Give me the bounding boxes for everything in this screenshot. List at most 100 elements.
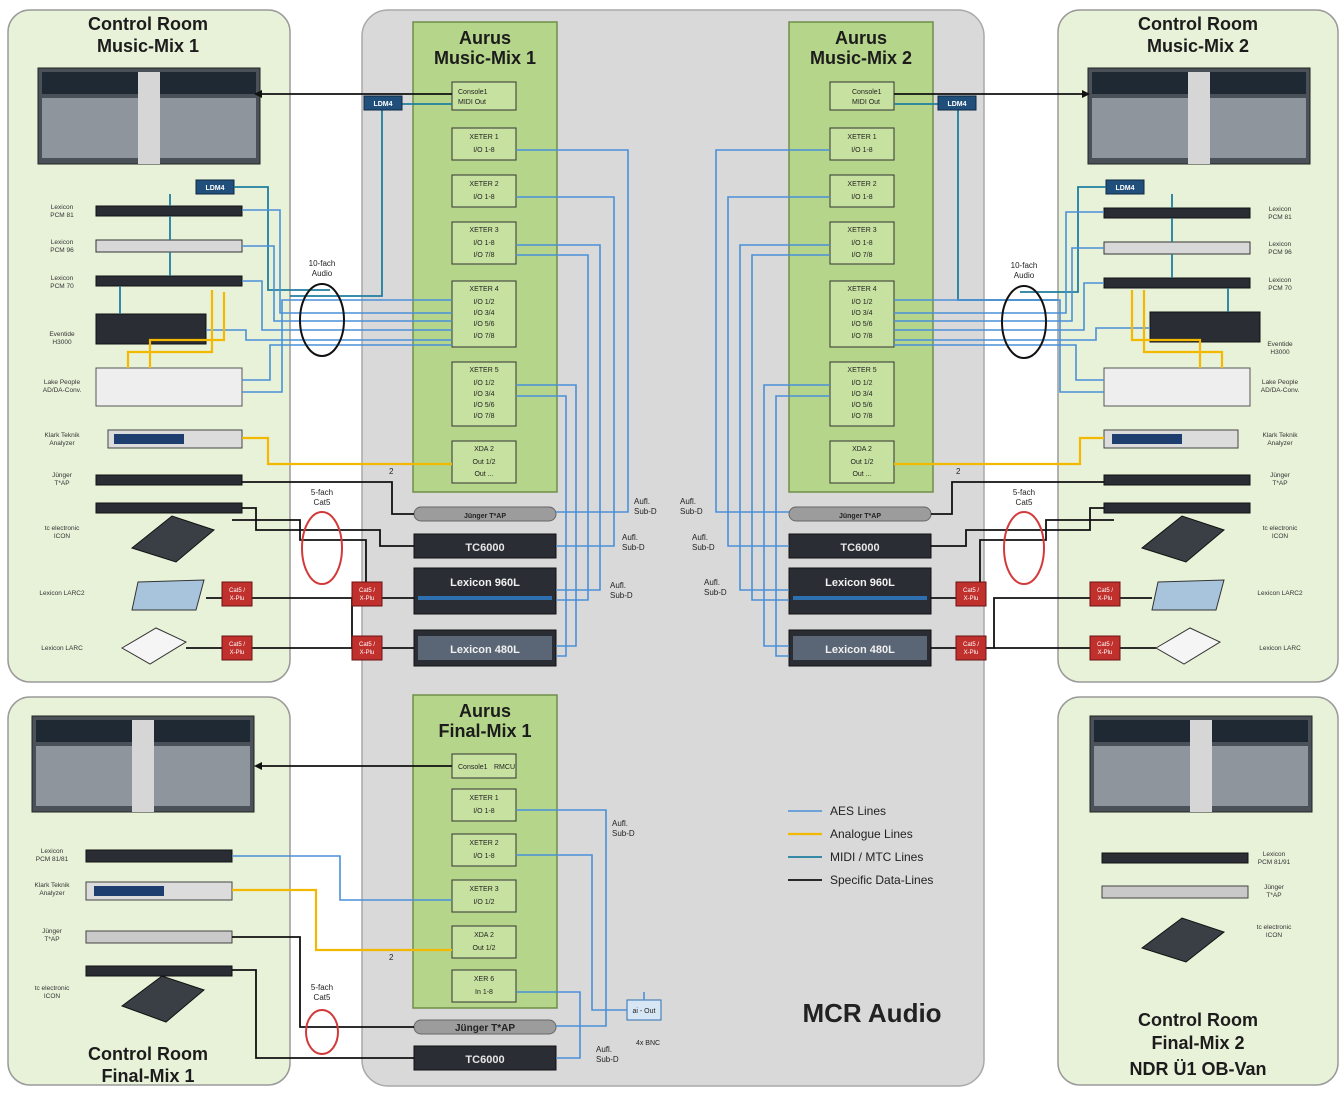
mm2-larc2: [1151, 579, 1225, 611]
mm1-aufl-3a: Aufl.: [610, 581, 626, 590]
mm2-console-arrow: [1082, 90, 1090, 98]
mm2-junger-tap-label: Jünger T*AP: [839, 513, 881, 520]
mm2-xeter3-io2: I/O 7/8: [851, 252, 872, 259]
mm1-xeter4-io3: I/O 5/6: [473, 321, 494, 328]
room-music-mix-2: [1057, 9, 1339, 683]
room-fm1-title-1: Control Room: [88, 1044, 208, 1064]
mm2-lbl-klark-2: Analyzer: [1267, 440, 1293, 447]
mm1-cat5-l4: X-Plu: [360, 650, 375, 656]
mm2-lbl-larc2: Lexicon LARC2: [1257, 590, 1303, 597]
mm2-aufl-1b: Sub-D: [680, 507, 703, 516]
fm1-junger: [85, 930, 233, 944]
mm2-lbl-junger-1: Jünger: [1270, 472, 1291, 479]
mm2-lbl-klark-1: Klark Teknik: [1263, 432, 1299, 439]
mm1-tc6000-label: TC6000: [465, 542, 504, 554]
mm1-lbl-junger-1: Jünger: [52, 472, 73, 479]
mm1-two: 2: [389, 467, 394, 476]
mm1-connections: LDM4 Cat5 / X-Plu Cat5: [119, 90, 657, 661]
fm1-xeter1: [451, 788, 517, 822]
mm2-eventide: [1149, 311, 1261, 343]
fm1-lbl-junger-1: Jünger: [42, 928, 63, 935]
mm2-xeter5-io1: I/O 1/2: [851, 380, 872, 387]
mm1-icon-controller: [130, 515, 216, 563]
mm1-xeter5-io3: I/O 5/6: [473, 402, 494, 409]
fm1-ana-klark: [232, 888, 452, 952]
mm1-aufl-2a: Aufl.: [622, 533, 638, 542]
mm2-cat5-l4: X-Plu: [964, 650, 979, 656]
mm1-xeter4-io2: I/O 3/4: [473, 310, 494, 317]
mm2-mcr-devices: Jünger T*AP TC6000 Lexicon 960L Lexicon …: [788, 506, 932, 667]
console-mm2-center: [1188, 72, 1210, 164]
mm1-xeter1: [451, 127, 517, 161]
mm2-klark-screen: [1112, 434, 1182, 444]
room-mm2-title-2: Music-Mix 2: [1147, 36, 1249, 56]
mm2-midi-ldm: [1020, 186, 1106, 293]
fm1-lbl-pcm-1: Lexicon: [41, 848, 64, 855]
mm2-xeter3-io1: I/O 1-8: [851, 240, 873, 247]
fm1-xeter2-name: XETER 2: [469, 840, 498, 847]
fm1-two: 2: [389, 953, 394, 962]
mm2-audio10-2: Audio: [1014, 271, 1035, 280]
mm2-ana-klark: [894, 436, 1104, 466]
mm1-lbl-klark-2: Analyzer: [49, 440, 75, 447]
room-mm2-title-1: Control Room: [1138, 14, 1258, 34]
mm1-audio10-1: 10-fach: [309, 259, 336, 268]
mm1-xeter1-name: XETER 1: [469, 134, 498, 141]
mm2-data-tc: [931, 507, 1104, 547]
mm1-xeter5-name: XETER 5: [469, 367, 498, 374]
mm1-aes-eventide: [206, 329, 452, 341]
mm2-data-junger: [931, 481, 1104, 515]
mm2-cat5-l8: X-Plu: [1098, 650, 1113, 656]
mm2-lbl-pcm70-2: PCM 70: [1268, 285, 1292, 292]
mm2-aes-xeter3b-960: [751, 254, 830, 601]
mm1-aes-xeter3b-960: [516, 254, 589, 601]
mm2-aufl-2b: Sub-D: [692, 543, 715, 552]
fm1-tc6000-label: TC6000: [465, 1054, 504, 1066]
mm2-lexicon-480l-face: [793, 636, 927, 660]
mm2-aes-lake: [894, 344, 1104, 381]
legend: AES Lines Analogue Lines MIDI / MTC Line…: [788, 804, 933, 887]
mm2-tc-icon-rack: [1103, 502, 1251, 514]
mm2-connections: LDM4 Cat5 / X-Plu Cat5 / X-Plu Cat5: [680, 90, 1229, 661]
mm1-lbl-pcm70-2: PCM 70: [50, 283, 74, 290]
mm2-lbl-pcm81-1: Lexicon: [1269, 206, 1292, 213]
mm1-lbl-larc2: Lexicon LARC2: [39, 590, 85, 597]
mm2-xeter5-io3: I/O 5/6: [851, 402, 872, 409]
mm2-ana-eventide: [1130, 290, 1202, 368]
fm1-console-arrow: [254, 762, 262, 770]
fm2-lbl-icon-2: ICON: [1266, 932, 1283, 939]
mm1-cat5-box-3: [221, 581, 253, 607]
mm2-lbl-pcm81-2: PCM 81: [1268, 214, 1292, 221]
fm1-bnc-label: 4x BNC: [636, 1040, 660, 1047]
mm1-cat5-box-2: [351, 635, 383, 661]
mm1-aes-lake: [242, 344, 452, 381]
mm2-xeter5-io4: I/O 7/8: [851, 413, 872, 420]
mm1-cat5-l5: Cat5 /: [229, 588, 245, 594]
mm1-lbl-pcm70-1: Lexicon: [51, 275, 74, 282]
mm2-xda2: [829, 440, 895, 484]
mm1-klark-screen: [114, 434, 184, 444]
aurus-mm1-name-2: Music-Mix 1: [434, 48, 536, 68]
mm1-midi-ldm: [234, 186, 330, 291]
mm2-xeter3-name: XETER 3: [847, 227, 876, 234]
mm1-aufl-1b: Sub-D: [634, 507, 657, 516]
fm2-icon-controller: [1140, 917, 1226, 963]
mm2-console-module: [829, 81, 895, 111]
mm2-xeter4-io2: I/O 3/4: [851, 310, 872, 317]
fm1-tc6000: [413, 1045, 557, 1071]
mm1-ana-eventide-2: [126, 290, 214, 368]
mm2-cat5-box-1: [955, 581, 987, 607]
mm2-ana-eventide-2: [1142, 290, 1224, 368]
mm2-lbl-larc: Lexicon LARC: [1259, 645, 1301, 652]
mm2-aufl-2a: Aufl.: [692, 533, 708, 542]
mm1-ldm4-mid: [363, 95, 403, 111]
fm1-lbl-pcm-2: PCM 81/81: [36, 856, 69, 863]
fm1-xeter2-io: I/O 1-8: [473, 853, 495, 860]
fm1-xeter2: [451, 833, 517, 867]
aurus-fm1-name-2: Final-Mix 1: [438, 721, 531, 741]
mm2-xeter5: [829, 361, 895, 427]
mm1-lbl-eventide-1: Eventide: [49, 331, 75, 338]
mm1-lbl-pcm96-1: Lexicon: [51, 239, 74, 246]
mm2-lbl-eventide-2: H3000: [1270, 349, 1290, 356]
mm1-lexicon-960l-stripe: [418, 596, 552, 600]
